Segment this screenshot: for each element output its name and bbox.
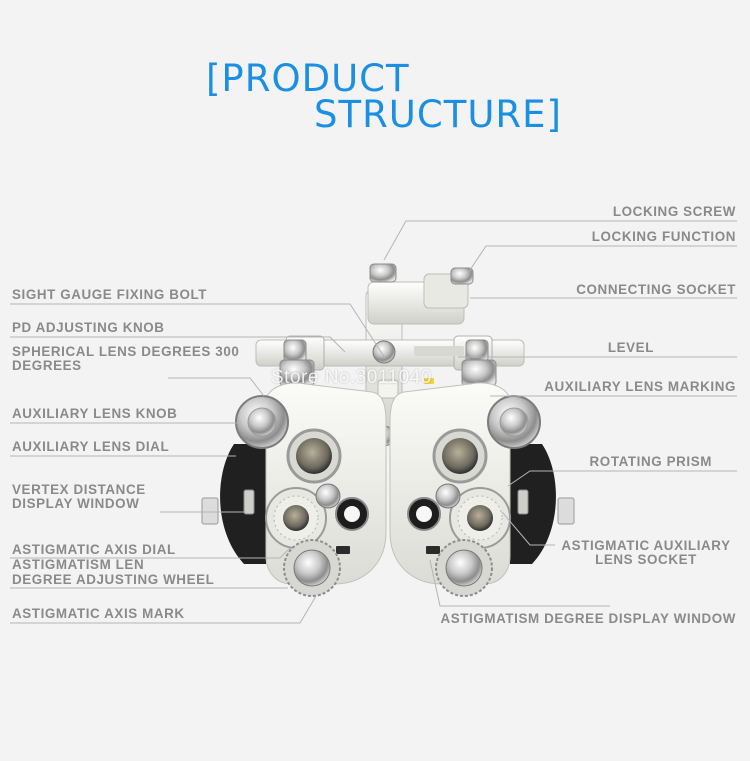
title-line-1: [PRODUCT [206,57,410,100]
right-aux-lens-socket [416,506,432,522]
left-upper-lens [296,438,332,474]
leader-locking-function [465,245,737,277]
label-auxiliary-lens-marking: AUXILIARY LENS MARKING [544,379,736,394]
leader-astig-window [429,559,610,607]
leader-spherical [168,377,265,397]
label-auxiliary-lens-dial: AUXILIARY LENS DIAL [12,439,170,454]
label-spherical-lens-degrees-1: SPHERICAL LENS DEGREES 300 [12,344,240,359]
label-locking-screw: LOCKING SCREW [612,204,736,219]
left-astig-wheel-icon [293,549,331,587]
astigmatism-window-icon [426,546,440,554]
label-astigmatic-axis-mark: ASTIGMATIC AXIS MARK [12,606,185,621]
label-sight-gauge-fixing-bolt: SIGHT GAUGE FIXING BOLT [12,287,208,302]
label-astigmatism-len-1: ASTIGMATISM LEN [12,557,145,572]
label-vertex-distance-1: VERTEX DISTANCE [12,482,146,497]
title-line-2: STRUCTURE] [314,93,562,136]
label-astigmatic-auxiliary-2: LENS SOCKET [595,552,697,567]
locking-screw-icon [369,263,397,283]
leader-axis-dial [10,547,291,559]
left-rim [220,444,266,564]
label-pd-adjusting-knob: PD ADJUSTING KNOB [12,320,165,335]
right-main-lens [467,505,493,531]
right-upper-lens [442,438,478,474]
label-locking-function: LOCKING FUNCTION [591,229,736,244]
label-astigmatic-axis-dial: ASTIGMATIC AXIS DIAL [12,542,176,557]
label-auxiliary-lens-knob: AUXILIARY LENS KNOB [12,406,178,421]
label-rotating-prism: ROTATING PRISM [589,454,712,469]
right-rim [510,444,556,564]
level-icon [424,378,434,384]
leader-sight-gauge [10,303,386,359]
center-knob-icon [372,340,396,364]
label-astigmatism-degree-display-window: ASTIGMATISM DEGREE DISPLAY WINDOW [440,611,736,626]
label-vertex-distance-2: DISPLAY WINDOW [12,496,140,511]
label-connecting-socket: CONNECTING SOCKET [576,282,736,297]
leader-locking-screw [383,220,737,261]
leader-astig-aux-socket [501,511,555,546]
label-astigmatism-len-2: DEGREE ADJUSTING WHEEL [12,572,215,587]
right-astig-wheel-icon [445,549,483,587]
leader-pd-knob [10,336,346,353]
phoropter-illustration [201,263,575,597]
left-aux-lens-socket [344,506,360,522]
right-rotating-prism-icon [435,483,461,509]
locking-function-icon [450,267,474,285]
label-spherical-lens-degrees-2: DEGREES [12,358,82,373]
store-watermark: Store No.3011040 [271,367,432,388]
vertex-window-icon [243,489,255,515]
label-level: LEVEL [607,340,654,355]
left-rotating-prism-icon [315,483,341,509]
left-main-lens [283,505,309,531]
leader-axis-mark [10,595,317,624]
leader-rotating-prism [507,470,737,487]
label-astigmatic-auxiliary-1: ASTIGMATIC AUXILIARY [561,538,731,553]
